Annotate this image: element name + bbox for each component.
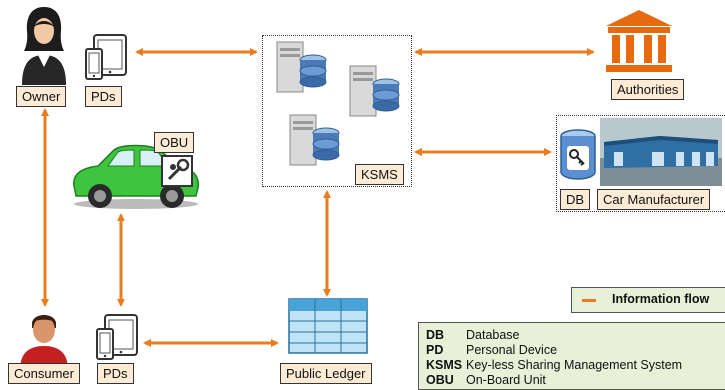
database-key-icon [560, 129, 596, 180]
server-db-icon [349, 65, 400, 117]
server-db-icon [289, 114, 340, 166]
tablet-phone-icon [85, 34, 127, 80]
tablet-phone-icon [96, 314, 138, 360]
legend: Information flow [571, 287, 725, 313]
bank-building-icon [606, 10, 672, 72]
public-ledger-label: Public Ledger [280, 363, 372, 384]
db-label: DB [560, 189, 591, 210]
consumer-label: Consumer [8, 363, 80, 384]
obu-device-icon [161, 155, 193, 187]
authorities-label: Authorities [611, 79, 685, 100]
legend-information-flow: Information flow [612, 292, 710, 306]
consumer-person-icon [20, 315, 68, 370]
owner-label: Owner [16, 86, 67, 107]
information-flow-swatch [582, 299, 596, 302]
ledger-table-icon [288, 298, 368, 354]
server-db-icon [276, 41, 327, 93]
owner-person-icon [22, 7, 66, 85]
ksms-label: KSMS [355, 164, 404, 185]
obu-label: OBU [154, 132, 195, 153]
factory-icon [600, 118, 722, 186]
car-manufacturer-label: Car Manufacturer [597, 189, 711, 210]
owner-pds-label: PDs [85, 86, 122, 107]
consumer-pds-label: PDs [97, 363, 134, 384]
